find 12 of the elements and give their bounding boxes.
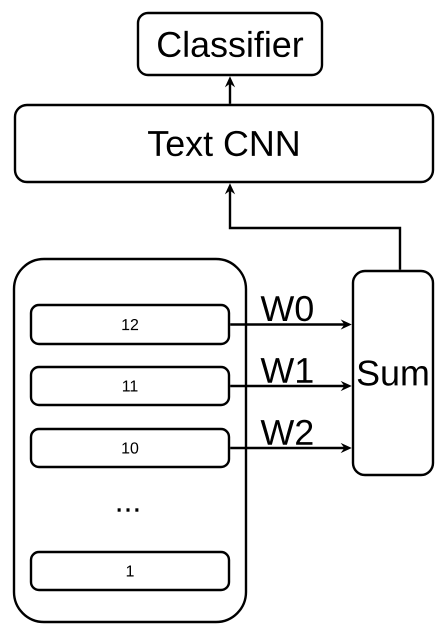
- item-box: 12: [30, 304, 230, 346]
- edge-label: W2: [260, 420, 312, 445]
- ellipsis-text: ...: [118, 508, 138, 512]
- process-box: Text CNN: [14, 104, 434, 184]
- edge-label: W0: [260, 296, 313, 322]
- item-box: 1: [30, 550, 230, 592]
- item-box: 10: [30, 428, 230, 468]
- item-box: 11: [30, 366, 230, 406]
- process-box: Sum: [352, 270, 434, 476]
- container-box: [12, 258, 248, 624]
- process-box: Classifier: [136, 12, 324, 76]
- edge-label: W1: [260, 358, 312, 383]
